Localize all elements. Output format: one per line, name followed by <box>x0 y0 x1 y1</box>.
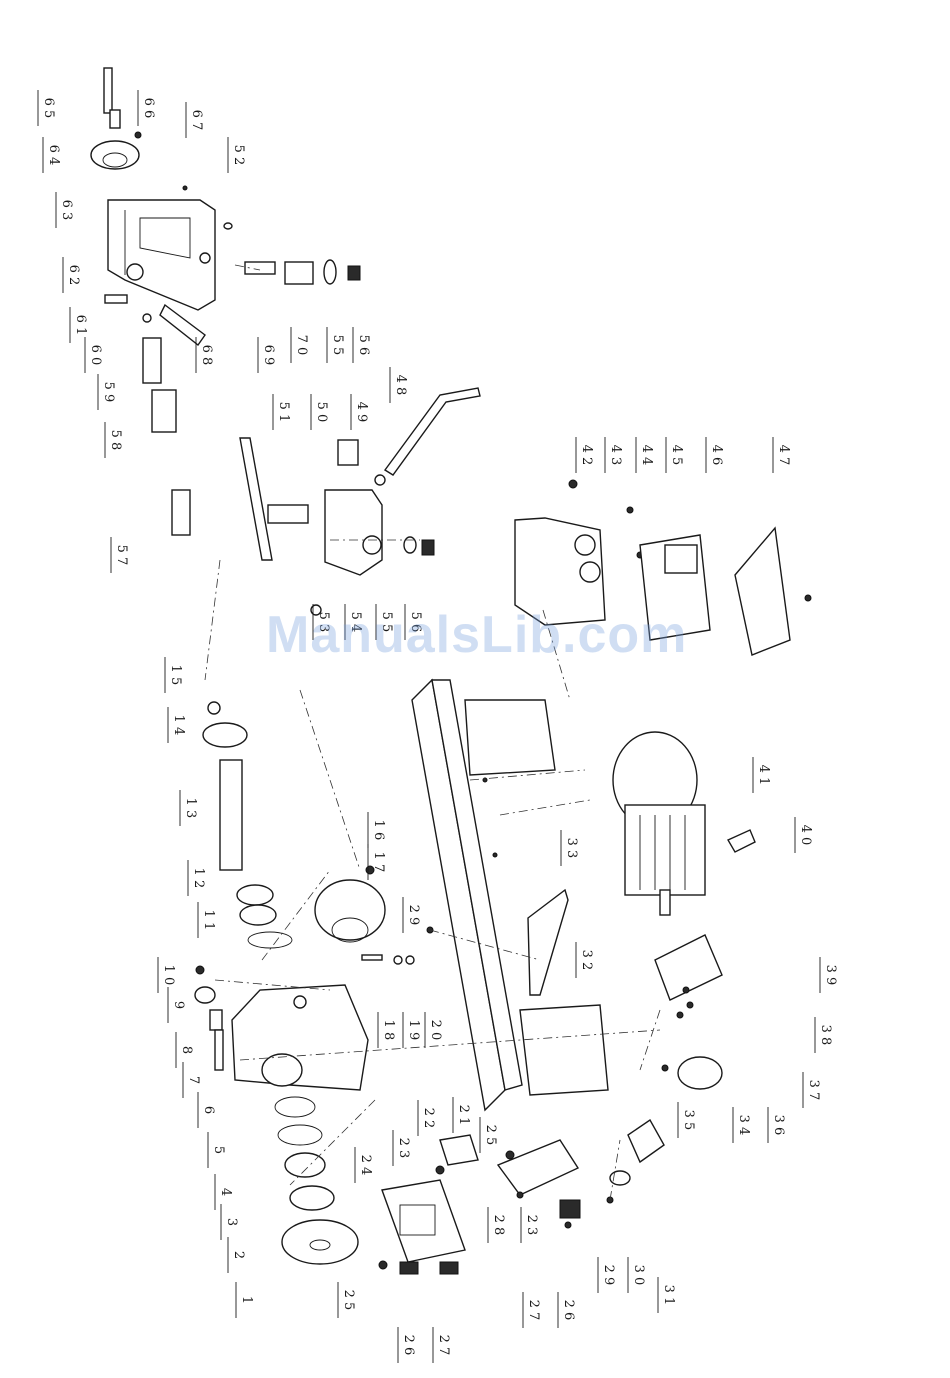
callout-46: 4 6 <box>709 445 724 466</box>
callout-60: 6 0 <box>88 345 103 366</box>
callout-47: 4 7 <box>776 445 791 466</box>
callout-27: 2 7 <box>526 1300 541 1321</box>
callout-22: 2 2 <box>421 1108 436 1129</box>
callout-23: 2 3 <box>524 1215 539 1236</box>
callout-11: 1 1 <box>201 910 216 931</box>
callout-27: 2 7 <box>436 1335 451 1356</box>
callout-67: 6 7 <box>189 110 204 131</box>
callout-16: 1 6 <box>371 820 386 841</box>
motor-group <box>612 731 756 916</box>
callout-8: 8 <box>179 1046 194 1054</box>
callout-18: 1 8 <box>381 1020 396 1041</box>
callout-57: 5 7 <box>114 545 129 566</box>
callout-52: 5 2 <box>231 145 246 166</box>
callout-5: 5 <box>211 1146 226 1154</box>
callout-45: 4 5 <box>669 445 684 466</box>
watermark-text: ManualsLib.com <box>266 606 688 664</box>
callout-39: 3 9 <box>823 965 838 986</box>
callout-64: 6 4 <box>46 145 61 166</box>
callout-49: 4 9 <box>354 402 369 423</box>
callout-40: 4 0 <box>798 825 813 846</box>
callout-4: 4 <box>218 1188 233 1196</box>
callout-24: 2 4 <box>358 1155 373 1176</box>
callout-59: 5 9 <box>101 382 116 403</box>
callout-44: 4 4 <box>639 445 654 466</box>
callout-12: 1 2 <box>191 868 206 889</box>
callout-23: 2 3 <box>396 1138 411 1159</box>
callout-42: 4 2 <box>579 445 594 466</box>
callout-3: 3 <box>224 1218 239 1226</box>
callout-29: 2 9 <box>406 905 421 926</box>
switch-box-group <box>514 479 812 656</box>
callout-62: 6 2 <box>66 265 81 286</box>
callout-65: 6 5 <box>41 98 56 119</box>
callout-48: 4 8 <box>393 375 408 396</box>
callout-26: 2 6 <box>401 1335 416 1356</box>
tailstock-group <box>90 67 361 536</box>
callout-15: 1 5 <box>168 665 183 686</box>
callout-29: 2 9 <box>601 1265 616 1286</box>
callout-19: 1 9 <box>406 1020 421 1041</box>
callout-55: 5 5 <box>330 335 345 356</box>
callout-54: 5 4 <box>348 612 363 633</box>
callout-35: 3 5 <box>681 1110 696 1131</box>
callout-58: 5 8 <box>108 430 123 451</box>
callout-6: 6 <box>201 1106 216 1114</box>
callout-53: 5 3 <box>316 612 331 633</box>
callout-13: 1 3 <box>183 798 198 819</box>
callout-10: 1 0 <box>161 965 176 986</box>
callout-31: 3 1 <box>661 1285 676 1306</box>
callout-25: 2 5 <box>341 1290 356 1311</box>
callout-56: 5 6 <box>356 335 371 356</box>
callout-63: 6 3 <box>59 200 74 221</box>
callout-26: 2 6 <box>561 1300 576 1321</box>
callout-21: 2 1 <box>456 1105 471 1126</box>
callout-7: 7 <box>186 1076 201 1084</box>
callout-69: 6 9 <box>261 345 276 366</box>
callout-61: 6 1 <box>73 315 88 336</box>
tool-rest-group <box>239 387 481 616</box>
callout-30: 3 0 <box>631 1265 646 1286</box>
headstock-group <box>194 701 415 1265</box>
lathe-bed-group <box>411 678 609 1112</box>
callout-66: 6 6 <box>141 98 156 119</box>
callout-37: 3 7 <box>806 1080 821 1101</box>
callout-55: 5 5 <box>379 612 394 633</box>
centre-lines <box>204 264 661 1201</box>
callout-32: 3 2 <box>579 950 594 971</box>
callout-28: 2 8 <box>491 1215 506 1236</box>
callout-2: 2 <box>231 1251 246 1259</box>
callout-36: 3 6 <box>771 1115 786 1136</box>
lower-parts-group <box>378 934 723 1275</box>
callout-41: 4 1 <box>756 765 771 786</box>
callout-20: 2 0 <box>428 1020 443 1041</box>
callout-25: 2 5 <box>483 1125 498 1146</box>
callout-56: 5 6 <box>408 612 423 633</box>
callout-50: 5 0 <box>314 402 329 423</box>
callout-9: 9 <box>171 1001 186 1009</box>
callout-38: 3 8 <box>818 1025 833 1046</box>
callout-1: 1 <box>239 1296 254 1304</box>
callout-70: 7 0 <box>294 335 309 356</box>
callout-68: 6 8 <box>199 345 214 366</box>
callout-43: 4 3 <box>608 445 623 466</box>
callout-34: 3 4 <box>736 1115 751 1136</box>
callout-33: 3 3 <box>564 838 579 859</box>
callout-14: 1 4 <box>171 715 186 736</box>
callout-51: 5 1 <box>276 402 291 423</box>
callout-17: 1 7 <box>371 852 386 873</box>
